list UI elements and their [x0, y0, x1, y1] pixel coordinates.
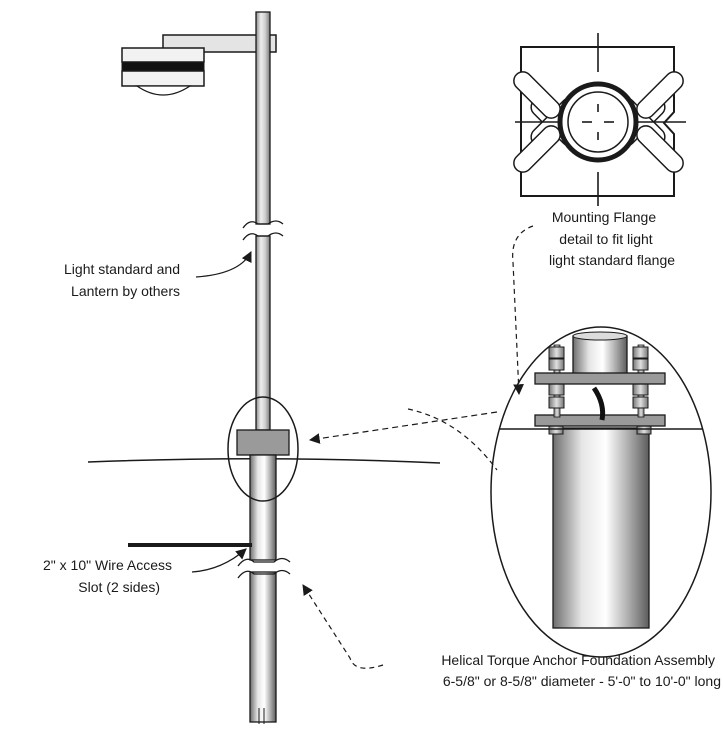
- lantern-top-plate: [121, 47, 205, 63]
- flange-slots: [513, 71, 684, 173]
- wire-access-label-line-1: 2" x 10" Wire Access: [43, 557, 172, 573]
- label-light-standard: Light standard and Lantern by others: [64, 261, 180, 299]
- label-wire-access: 2" x 10" Wire Access Slot (2 sides): [43, 557, 172, 595]
- label-anchor: Helical Torque Anchor Foundation Assembl…: [441, 652, 721, 689]
- leader-oval-connector: [407, 408, 498, 471]
- tube-break-mark: [237, 557, 291, 579]
- flange-label-line-2: detail to fit light: [559, 231, 652, 247]
- detail-callout-ellipse: [227, 396, 299, 502]
- anchor-label-line-1: Helical Torque Anchor Foundation Assembl…: [441, 652, 715, 668]
- wire-access-label-line-2: Slot (2 sides): [78, 579, 160, 595]
- light-standard-pole: [255, 11, 271, 431]
- mounting-flange-plan: [513, 33, 686, 206]
- foundation-tube: [249, 454, 277, 724]
- leader-anchor: [302, 584, 384, 669]
- light-standard-label-line-1: Light standard and: [64, 261, 180, 277]
- leader-detail-callout: [308, 411, 498, 444]
- leader-flange-detail: [512, 225, 534, 396]
- label-flange-detail: Mounting Flange detail to fit light ligh…: [549, 209, 675, 268]
- pole-break-mark: [242, 220, 284, 241]
- flange-label-line-1: Mounting Flange: [552, 209, 657, 225]
- leader-light-standard: [195, 251, 252, 278]
- anchor-label-line-2: 6-5/8" or 8-5/8" diameter - 5'-0" to 10'…: [443, 673, 721, 689]
- lantern: [121, 34, 277, 96]
- enlarged-flange-detail: [490, 326, 712, 658]
- lantern-housing: [121, 70, 205, 87]
- flange-block: [236, 429, 290, 456]
- lantern-lens: [134, 85, 193, 96]
- flange-label-line-3: light standard flange: [549, 252, 675, 268]
- leader-wire-access: [191, 548, 247, 573]
- leader-lines: [191, 225, 534, 669]
- lantern-band: [121, 61, 205, 72]
- light-standard-label-line-2: Lantern by others: [71, 283, 180, 299]
